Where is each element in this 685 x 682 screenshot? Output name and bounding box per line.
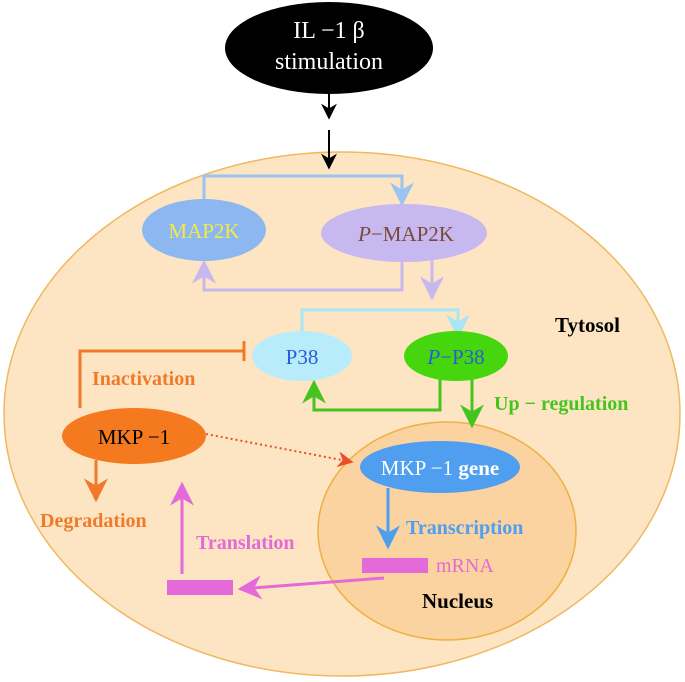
mkp1-label: MKP −1 — [98, 425, 170, 449]
protein-bar — [167, 580, 233, 595]
inactivation-label: Inactivation — [92, 368, 195, 390]
pp38-to-p38-arrow — [302, 376, 442, 412]
pmap2k-text: −MAP2K — [371, 222, 454, 246]
translation-label: Translation — [196, 532, 295, 554]
stimulus-line1: IL −1 β — [293, 18, 365, 44]
nucleus-label: Nucleus — [422, 589, 493, 613]
pp38-text: −P38 — [440, 345, 485, 369]
p38-to-pp38-arrow — [300, 308, 470, 339]
up-regulation-label: Up − regulation — [494, 393, 628, 415]
p38-node — [252, 331, 352, 381]
mkp1-gene-bold: gene — [458, 456, 499, 480]
mkp1-gene-label: MKP −1 gene — [381, 456, 499, 480]
degradation-label: Degradation — [40, 510, 147, 532]
pp38-label: P−P38 — [426, 345, 484, 369]
mrna-bar — [362, 558, 428, 573]
pmap2k-label: P−MAP2K — [357, 222, 454, 246]
mrna-label: mRNA — [436, 555, 494, 577]
stimulus-line2: stimulation — [275, 49, 383, 75]
pp38-prefix: P — [426, 345, 440, 369]
map2k-to-pmap2k-arrow — [202, 174, 414, 207]
map2k-node — [142, 199, 266, 261]
map2k-label: MAP2K — [168, 219, 239, 243]
mkp1-node — [62, 408, 206, 464]
inactivation-inhibit-line — [78, 349, 244, 408]
mkp1-gene-node — [360, 441, 520, 493]
cytosol-label: Tytosol — [555, 313, 620, 337]
mrna-to-protein-arrow — [237, 575, 385, 600]
mkp1-gene-text: MKP −1 — [381, 456, 459, 480]
pmap2k-to-map2k-arrow — [192, 259, 404, 292]
p38-label: P38 — [286, 345, 319, 369]
pmap2k-prefix: P — [357, 222, 371, 246]
stimulus-node — [225, 2, 433, 94]
pp38-node — [404, 331, 508, 381]
pmap2k-node — [321, 204, 487, 262]
transcription-label: Transcription — [406, 517, 523, 539]
